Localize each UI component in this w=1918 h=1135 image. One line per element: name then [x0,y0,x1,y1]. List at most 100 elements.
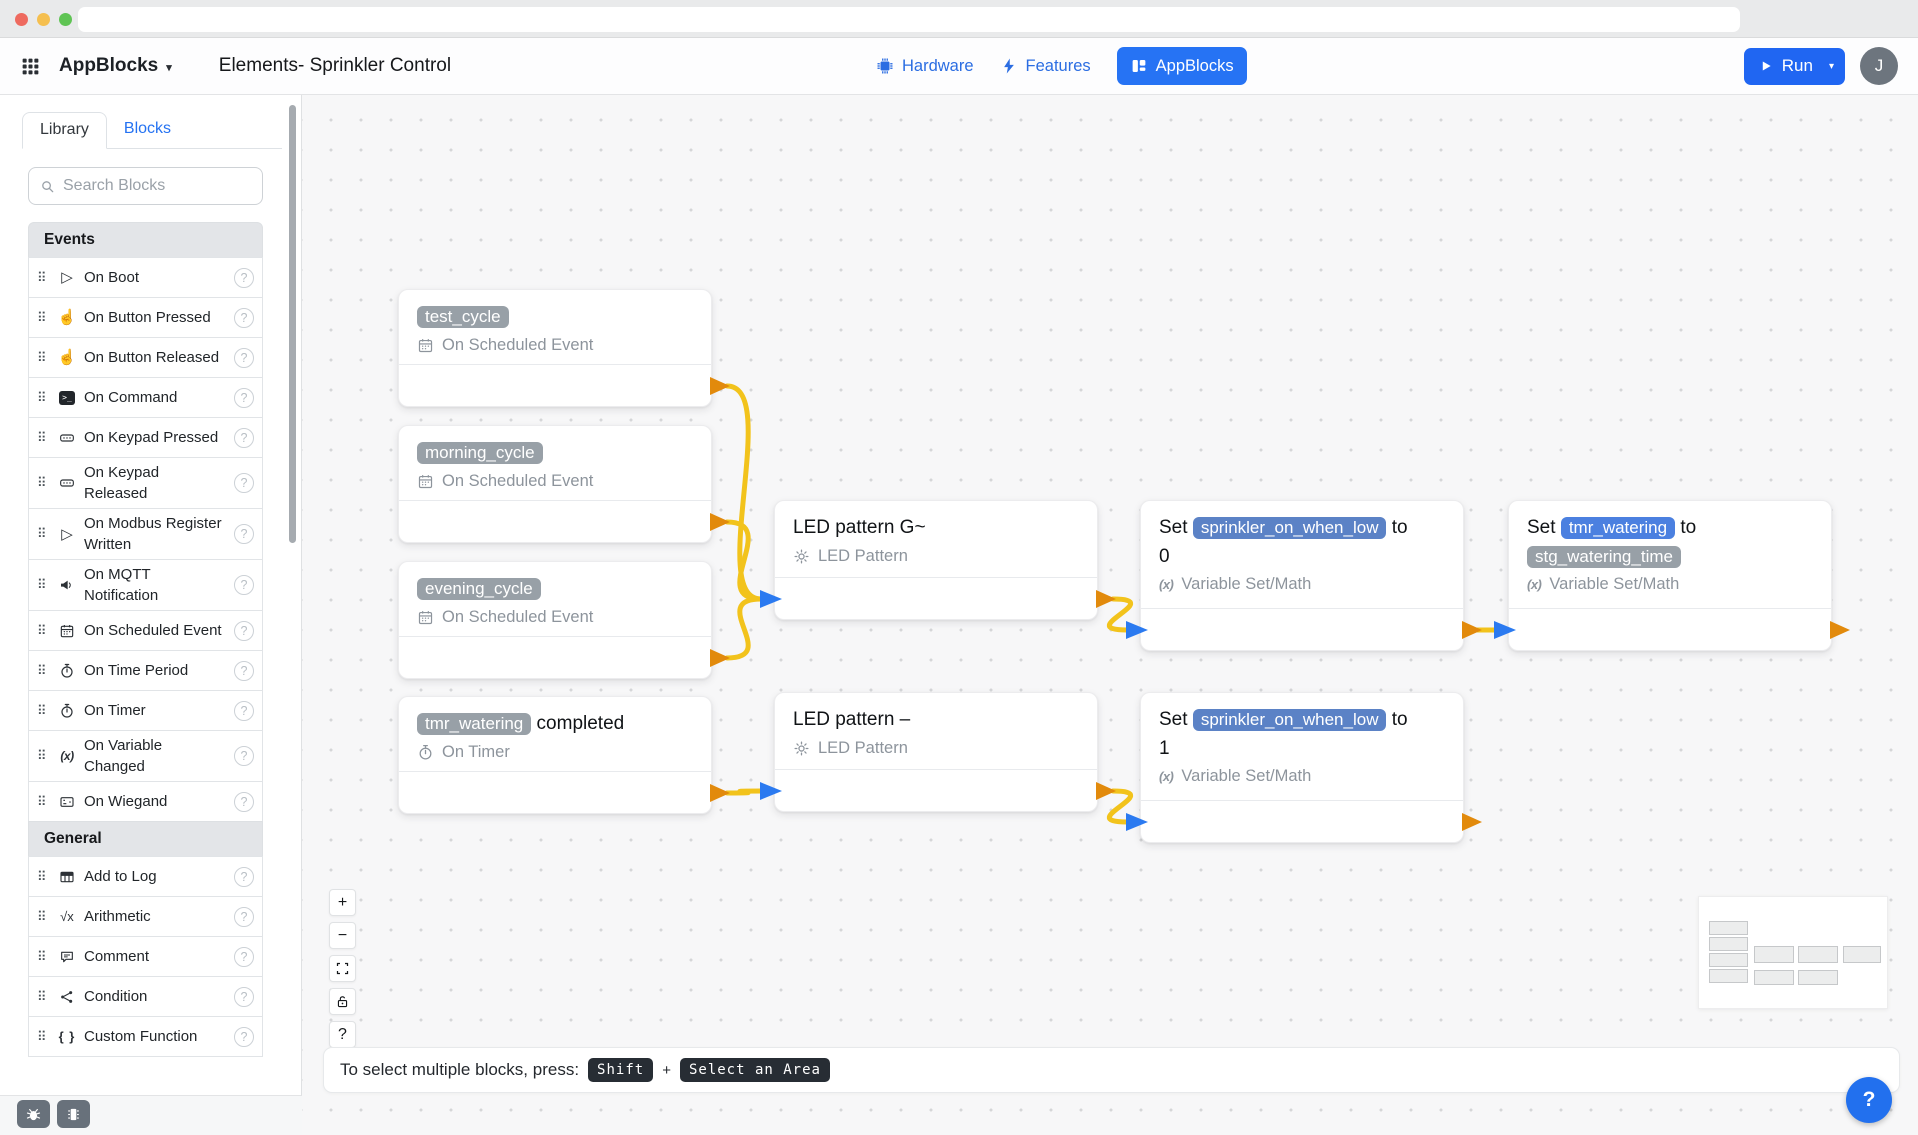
help-icon[interactable]: ? [234,620,254,641]
help-icon[interactable]: ? [234,946,254,967]
sidebar-item-on-boot[interactable]: ⠿▷On Boot? [28,257,263,298]
shift-key-badge: Shift [588,1058,654,1082]
drag-handle-icon[interactable]: ⠿ [37,389,47,405]
drag-handle-icon[interactable]: ⠿ [37,868,47,884]
sidebar-item-add-to-log[interactable]: ⠿Add to Log? [28,856,263,897]
help-icon[interactable]: ? [234,906,254,927]
search-input[interactable] [63,177,251,195]
zoom-in-button[interactable]: + [329,889,356,916]
flow-canvas[interactable]: + − ? To select multiple blocks, press: … [302,95,1918,1135]
help-icon[interactable]: ? [234,575,254,595]
help-icon[interactable]: ? [234,267,254,288]
nav-item-features[interactable]: Features [1000,57,1091,76]
output-port[interactable] [1096,782,1116,800]
help-icon[interactable]: ? [234,524,254,544]
help-icon[interactable]: ? [234,1026,254,1047]
output-port[interactable] [710,513,730,531]
minimap[interactable] [1698,896,1888,1009]
drag-handle-icon[interactable]: ⠿ [37,577,47,592]
hardware-monitor-button[interactable] [57,1100,90,1128]
tab-library[interactable]: Library [22,112,107,149]
sidebar-item-on-variable-changed[interactable]: ⠿(x)On Variable Changed? [28,730,263,782]
drag-handle-icon[interactable]: ⠿ [37,309,47,325]
sidebar-item-on-wiegand[interactable]: ⠿On Wiegand? [28,781,263,822]
run-dropdown-button[interactable]: ▾ [1819,48,1845,85]
sidebar-item-on-timer[interactable]: ⠿On Timer? [28,690,263,731]
help-icon[interactable]: ? [234,473,254,493]
run-button[interactable]: Run ▾ [1743,47,1845,85]
drag-handle-icon[interactable]: ⠿ [37,948,47,964]
nav-item-hardware[interactable]: Hardware [876,57,974,76]
sidebar-item-custom-function[interactable]: ⠿{ }Custom Function? [28,1016,263,1057]
nav-item-appblocks[interactable]: AppBlocks [1116,47,1247,85]
sidebar-item-on-scheduled-event[interactable]: ⠿On Scheduled Event? [28,610,263,651]
avatar[interactable]: J [1860,47,1898,85]
output-port[interactable] [1096,590,1116,608]
drag-handle-icon[interactable]: ⠿ [37,1028,47,1044]
drag-handle-icon[interactable]: ⠿ [37,349,47,365]
drag-handle-icon[interactable]: ⠿ [37,702,47,718]
help-icon[interactable]: ? [234,746,254,766]
sidebar-item-on-mqtt-notification[interactable]: ⠿On MQTT Notification? [28,559,263,611]
help-icon[interactable]: ? [234,427,254,448]
canvas-help-button[interactable]: ? [329,1021,356,1048]
sidebar-item-on-keypad-released[interactable]: ⠿On Keypad Released? [28,457,263,509]
drag-handle-icon[interactable]: ⠿ [37,908,47,924]
appblocks-menu[interactable]: AppBlocks ▾ [59,55,172,77]
sidebar-item-on-button-released[interactable]: ⠿☝On Button Released? [28,337,263,378]
sidebar-item-condition[interactable]: ⠿Condition? [28,976,263,1017]
output-port[interactable] [710,377,730,395]
maximize-window-button[interactable] [59,13,72,26]
help-icon[interactable]: ? [234,307,254,328]
wire [1106,596,1134,633]
sidebar-scrollbar[interactable] [289,105,296,543]
sidebar-item-on-button-pressed[interactable]: ⠿☝On Button Pressed? [28,297,263,338]
drag-handle-icon[interactable]: ⠿ [37,526,47,541]
output-port[interactable] [1830,621,1850,639]
help-icon[interactable]: ? [234,866,254,887]
minimize-window-button[interactable] [37,13,50,26]
tab-blocks[interactable]: Blocks [123,120,172,137]
sidebar-item-on-time-period[interactable]: ⠿On Time Period? [28,650,263,691]
output-port[interactable] [710,649,730,667]
output-port[interactable] [710,784,730,802]
drag-handle-icon[interactable]: ⠿ [37,748,47,763]
lock-button[interactable] [329,988,356,1015]
help-icon[interactable]: ? [234,791,254,812]
drag-handle-icon[interactable]: ⠿ [37,793,47,809]
sidebar-item-on-keypad-pressed[interactable]: ⠿On Keypad Pressed? [28,417,263,458]
help-icon[interactable]: ? [234,986,254,1007]
output-port[interactable] [1462,621,1482,639]
canvas-block-led-pattern-dash[interactable]: LED pattern –LED Pattern [774,692,1098,812]
app-launcher-grid-icon[interactable] [20,56,41,77]
drag-handle-icon[interactable]: ⠿ [37,269,47,285]
browser-url-bar[interactable] [78,7,1740,32]
drag-handle-icon[interactable]: ⠿ [37,622,47,638]
help-icon[interactable]: ? [234,660,254,681]
canvas-block-led-pattern-g[interactable]: LED pattern G~LED Pattern [774,500,1098,620]
canvas-block-set-tmr_watering[interactable]: Set tmr_watering to stg_watering_time(x)… [1508,500,1832,651]
zoom-out-button[interactable]: − [329,922,356,949]
help-icon[interactable]: ? [234,347,254,368]
help-icon[interactable]: ? [234,387,254,408]
debug-button[interactable] [17,1100,50,1128]
drag-handle-icon[interactable]: ⠿ [37,429,47,445]
sidebar-item-on-command[interactable]: ⠿>_On Command? [28,377,263,418]
sidebar-item-on-modbus-register-written[interactable]: ⠿▷On Modbus Register Written? [28,508,263,560]
help-fab-button[interactable]: ? [1846,1077,1892,1123]
close-window-button[interactable] [15,13,28,26]
fit-view-button[interactable] [329,955,356,982]
drag-handle-icon[interactable]: ⠿ [37,988,47,1004]
drag-handle-icon[interactable]: ⠿ [37,475,47,490]
drag-handle-icon[interactable]: ⠿ [37,662,47,678]
output-port[interactable] [1462,813,1482,831]
help-icon[interactable]: ? [234,700,254,721]
sidebar-item-comment[interactable]: ⠿Comment? [28,936,263,977]
